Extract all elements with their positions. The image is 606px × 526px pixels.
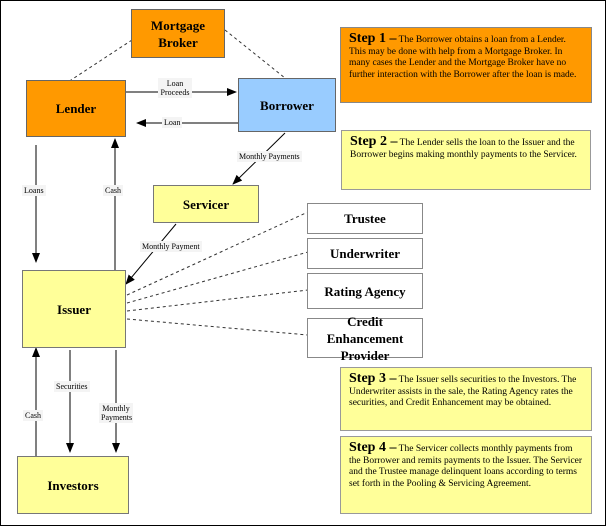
- step-2-box: Step 2 – The Lender sells the loan to th…: [341, 130, 591, 190]
- issuer-underwriter-link: [126, 251, 309, 304]
- issuer-credit-link: [126, 318, 309, 336]
- step-3-box: Step 3 – The Issuer sells securities to …: [340, 367, 592, 431]
- step-2-text: The Lender sells the loan to the Issuer …: [350, 138, 577, 160]
- cash-lender-label: Cash: [103, 185, 123, 196]
- monthly-payments-borrower-label: Monthly Payments: [237, 151, 302, 162]
- broker-borrower-link: [224, 29, 286, 79]
- step-1-title: Step 1 –: [349, 31, 397, 46]
- trustee-node: Trustee: [307, 203, 423, 234]
- step-2-title: Step 2 –: [350, 134, 398, 149]
- issuer-trustee-link: [126, 211, 309, 296]
- mortgage-broker-node: Mortgage Broker: [131, 9, 225, 58]
- step-4-box: Step 4 – The Servicer collects monthly p…: [340, 436, 592, 514]
- step-3-text: The Issuer sells securities to the Inves…: [349, 375, 577, 408]
- servicer-node: Servicer: [153, 185, 259, 223]
- monthly-payments-investors-label: Monthly Payments: [99, 403, 133, 423]
- credit-enhancement-node: Credit Enhancement Provider: [307, 314, 423, 363]
- issuer-node: Issuer: [22, 270, 126, 348]
- rating-agency-node: Rating Agency: [307, 273, 423, 309]
- step-4-title: Step 4 –: [349, 440, 397, 455]
- broker-lender-link: [67, 39, 133, 83]
- lender-node: Lender: [26, 80, 126, 137]
- loan-proceeds-label: Loan Proceeds: [158, 78, 192, 98]
- cash-investors-label: Cash: [23, 410, 43, 421]
- loan-label: Loan: [162, 117, 183, 128]
- servicer-issuer-arrow: [125, 223, 177, 285]
- borrower-node: Borrower: [238, 78, 336, 132]
- step-3-title: Step 3 –: [349, 371, 397, 386]
- step-4-text: The Servicer collects monthly payments f…: [349, 444, 583, 489]
- securities-label: Securities: [54, 381, 90, 392]
- step-1-text: The Borrower obtains a loan from a Lende…: [349, 35, 577, 80]
- monthly-payment-servicer-label: Monthly Payment: [140, 241, 202, 252]
- underwriter-node: Underwriter: [307, 238, 423, 269]
- loans-label: Loans: [22, 185, 46, 196]
- investors-node: Investors: [17, 456, 129, 514]
- step-1-box: Step 1 – The Borrower obtains a loan fro…: [340, 27, 592, 103]
- issuer-rating-link: [126, 289, 309, 312]
